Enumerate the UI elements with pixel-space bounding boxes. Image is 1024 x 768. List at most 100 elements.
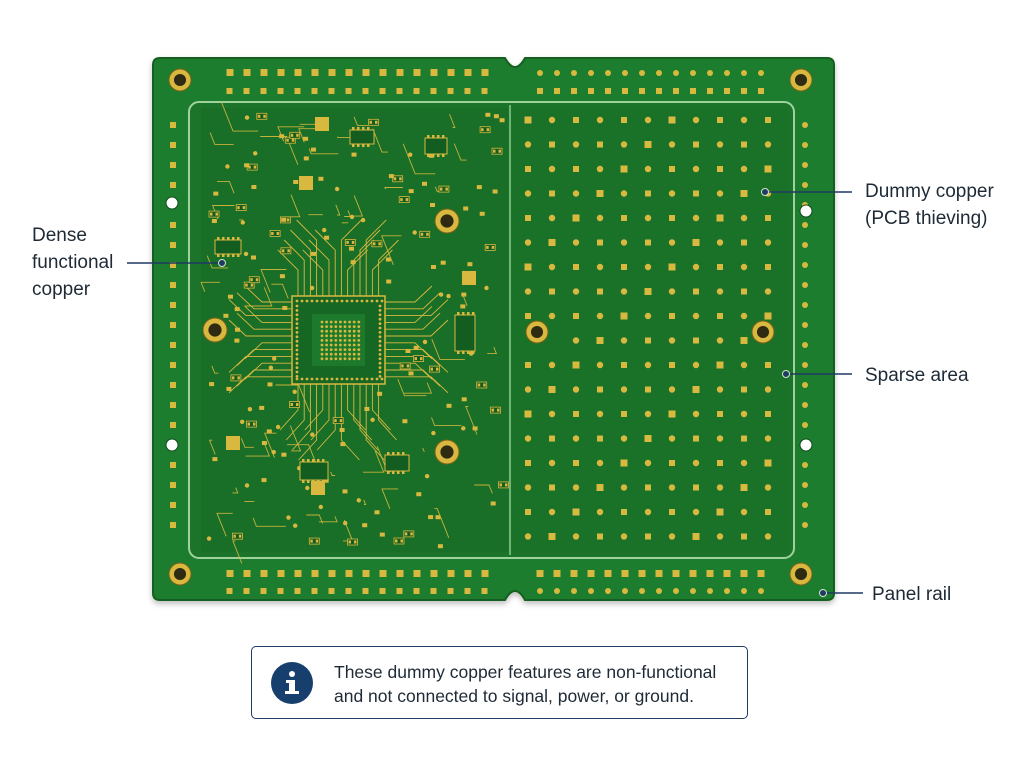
dummy-copper-dot <box>620 533 628 540</box>
via <box>268 365 274 370</box>
leader-dummy-dot <box>761 188 769 196</box>
rail-pad <box>226 88 233 94</box>
dummy-copper-dot <box>644 165 652 173</box>
rail-pad <box>447 588 454 594</box>
rail-pad <box>260 588 267 594</box>
rail-pad <box>481 588 488 594</box>
smd-pad <box>479 211 485 216</box>
rail-pad <box>447 88 454 94</box>
smd-pad <box>210 212 213 216</box>
signal-trace <box>296 219 318 296</box>
ic-pin <box>442 135 445 138</box>
signal-trace <box>236 349 292 366</box>
dummy-copper-dot <box>620 141 628 148</box>
smd-pad <box>422 181 427 186</box>
rail-pad <box>170 482 176 488</box>
rail-pad <box>243 588 250 594</box>
bga-ball <box>334 329 338 333</box>
label-dummy-line-2: (PCB thieving) <box>865 208 988 229</box>
rail-pad <box>638 570 646 577</box>
ic-pin <box>357 127 360 130</box>
smd-pad <box>395 539 398 543</box>
dummy-copper-square <box>692 533 700 540</box>
dummy-copper-dot <box>716 190 724 197</box>
rail-pad <box>311 570 319 577</box>
ic-pin <box>217 254 220 257</box>
label-dummy-copper: Dummy copper (PCB thieving) <box>865 178 994 232</box>
smd-component <box>308 537 320 545</box>
dummy-copper-square <box>765 411 771 417</box>
dummy-copper-dot <box>764 533 772 540</box>
bga-ball <box>329 352 333 356</box>
bga-pin <box>378 344 382 347</box>
smd-pad <box>253 422 256 426</box>
dummy-copper-dot <box>644 116 652 124</box>
signal-trace <box>365 219 387 296</box>
smd-pad <box>303 136 309 141</box>
bga-ball <box>357 357 361 361</box>
rail-dot <box>802 242 808 248</box>
dummy-copper-dot <box>572 337 580 344</box>
bga-pin <box>295 326 299 330</box>
dummy-copper-dot <box>740 410 748 418</box>
smd-pad <box>349 246 354 251</box>
smd-pad <box>245 283 248 287</box>
dummy-copper-square <box>765 362 771 368</box>
smd-pad <box>296 403 299 406</box>
rail-dot <box>690 588 696 594</box>
ic-pin <box>312 459 315 462</box>
large-pad <box>226 436 240 450</box>
dummy-copper-dot <box>716 533 724 540</box>
rail-pad <box>328 570 336 577</box>
mounting-hole-bore <box>756 325 770 339</box>
mounting-holes <box>165 68 813 586</box>
smd-pad <box>282 306 288 310</box>
info-icon <box>271 662 313 704</box>
rail-dot <box>802 262 808 268</box>
bga-pin <box>320 377 324 381</box>
dummy-copper-square <box>717 411 723 417</box>
via <box>275 424 281 430</box>
dummy-copper-square <box>549 484 555 491</box>
rail-pad <box>345 88 352 94</box>
via <box>253 151 258 156</box>
ic-pin <box>357 144 360 147</box>
bga-pin <box>378 375 382 378</box>
rail-dot <box>554 70 560 76</box>
bga-ball <box>320 320 324 324</box>
bga-ball <box>357 348 361 351</box>
bga-pin <box>300 377 304 381</box>
dummy-copper-dot <box>524 484 532 491</box>
rail-pad <box>605 88 611 94</box>
smd-pad <box>430 203 435 207</box>
bga-pin <box>380 299 384 303</box>
dummy-copper-dot <box>524 239 532 246</box>
signal-trace <box>353 116 368 126</box>
via <box>356 498 361 503</box>
rail-pad <box>689 570 697 577</box>
bga-pin <box>310 299 314 303</box>
via <box>431 430 436 436</box>
rail-pad <box>170 522 176 528</box>
smd-component <box>419 230 431 238</box>
signal-trace <box>260 136 299 165</box>
dummy-copper-square <box>524 116 532 124</box>
rail-pad <box>537 88 543 94</box>
bga-pin <box>335 377 339 381</box>
dummy-copper-dot <box>740 508 748 516</box>
signal-trace <box>279 384 299 431</box>
signal-trace <box>363 450 385 473</box>
dummy-copper-dot <box>572 386 580 393</box>
ic-pin <box>317 459 320 462</box>
via <box>343 520 348 526</box>
via <box>244 115 250 120</box>
smd-pad <box>431 265 436 269</box>
bga-ball <box>352 352 356 356</box>
smd-pad <box>461 292 467 297</box>
smd-pad <box>493 149 496 153</box>
smd-pad <box>461 397 467 402</box>
bga-pin <box>295 348 299 352</box>
dummy-copper-square <box>645 386 651 393</box>
via <box>240 419 245 424</box>
dummy-copper-dot <box>644 410 652 418</box>
